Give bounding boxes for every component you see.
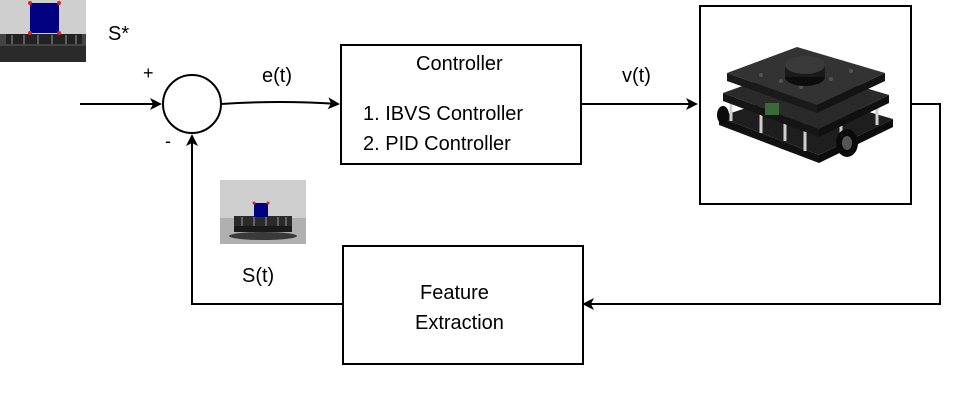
controller-item-pid: 2. PID Controller — [363, 133, 511, 155]
controller-title: Controller — [416, 53, 503, 75]
plant-output-line — [582, 103, 941, 310]
plus-sign: + — [143, 63, 154, 83]
robot-plant-block — [699, 5, 912, 205]
reference-image — [0, 0, 86, 62]
current-feature-image — [220, 180, 306, 244]
velocity-label: v(t) — [622, 65, 651, 87]
reference-label: S* — [108, 23, 130, 45]
feedback-label: S(t) — [242, 265, 275, 287]
error-arrow — [220, 97, 340, 110]
feature-extraction-line2: Extraction — [415, 312, 504, 334]
feature-extraction-block: Feature Extraction — [342, 245, 584, 365]
controller-item-ibvs: 1. IBVS Controller — [363, 103, 524, 125]
turtlebot-robot-image — [717, 47, 893, 163]
minus-sign: - — [165, 131, 171, 151]
feature-extraction-line1: Feature — [420, 282, 489, 304]
feedback-arrow — [186, 134, 342, 305]
error-label: e(t) — [262, 65, 292, 87]
summing-junction — [162, 74, 222, 134]
controller-block: Controller 1. IBVS Controller 2. PID Con… — [340, 44, 582, 165]
